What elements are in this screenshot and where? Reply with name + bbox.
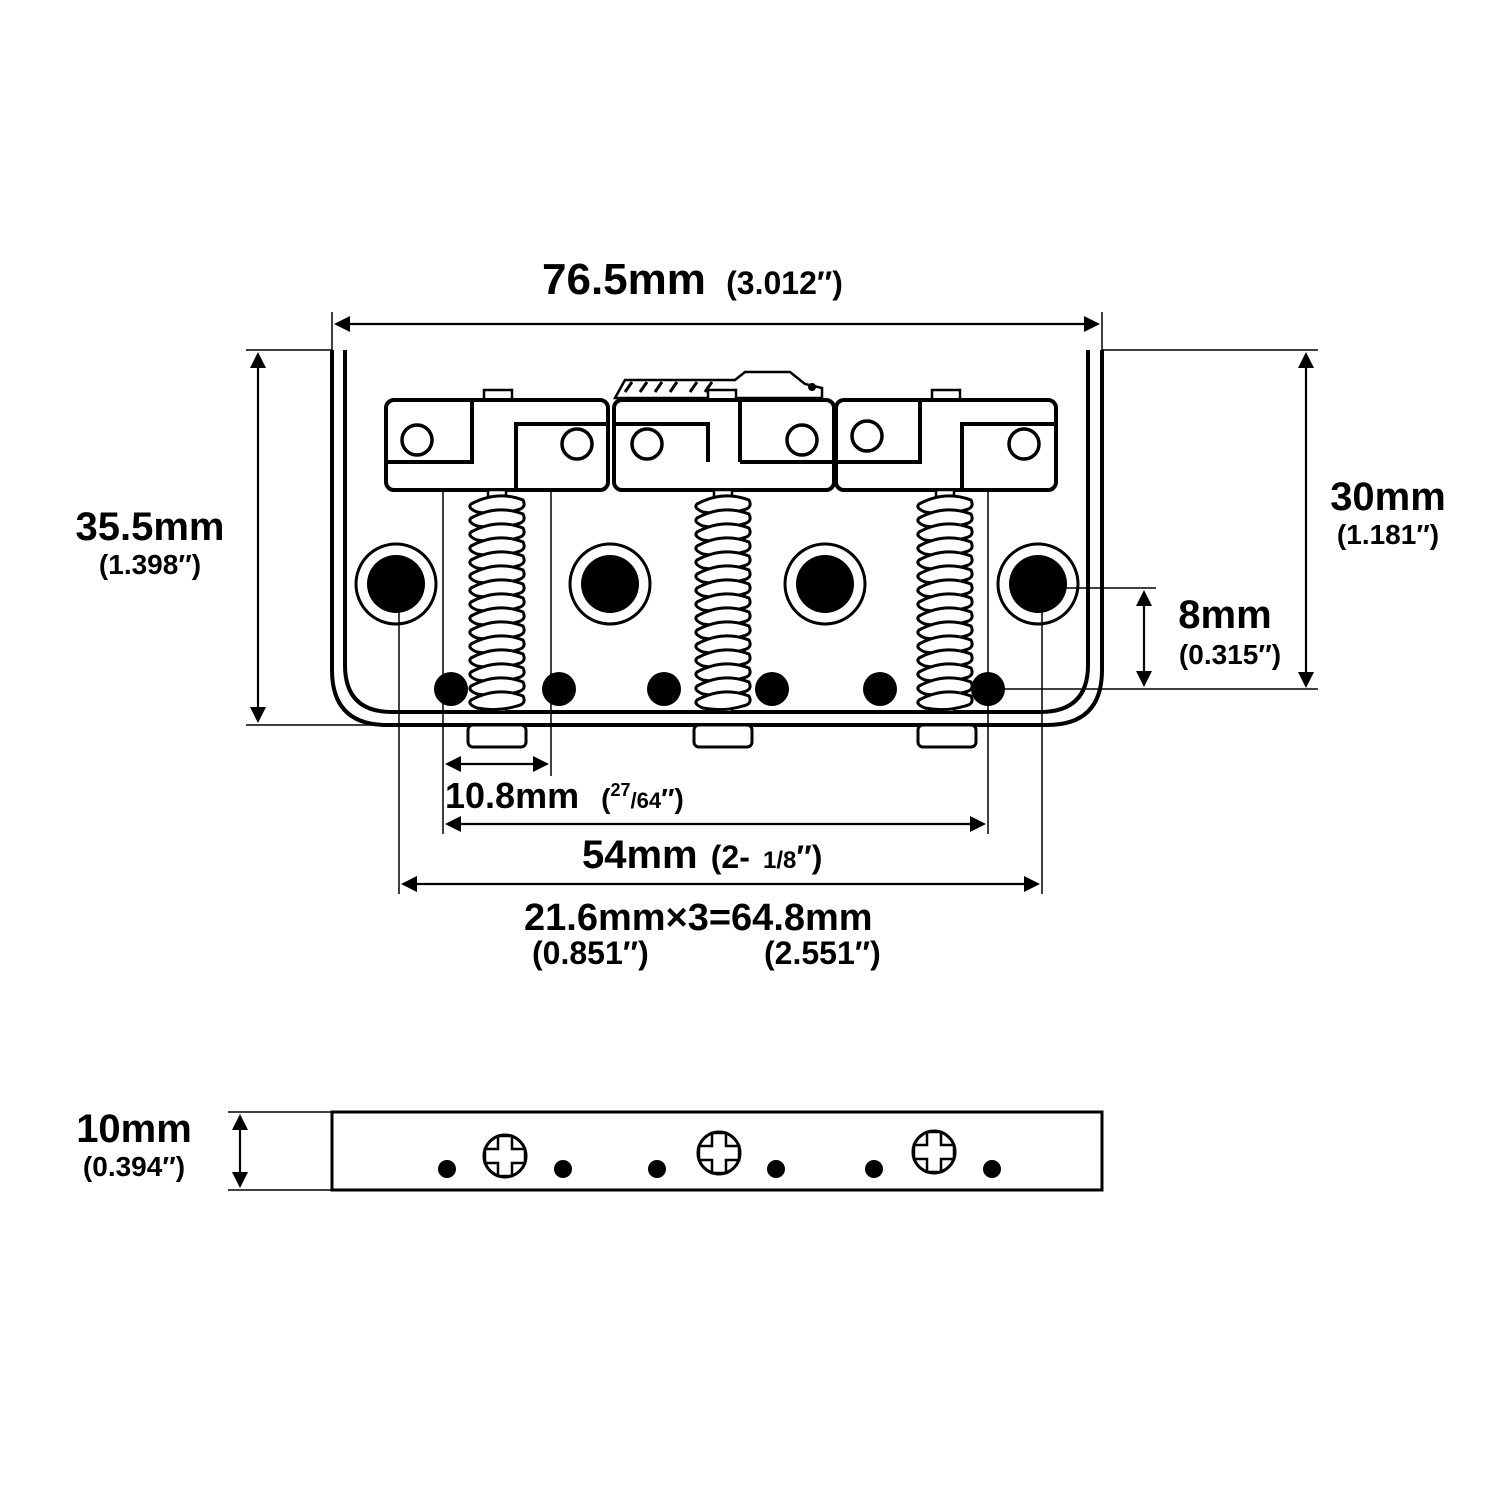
side-screw-1 [482, 1133, 528, 1179]
mount-spacing-value: 21.6mm×3=64.8mm [524, 897, 873, 939]
side-hole-1 [438, 1160, 456, 1178]
string-hole-1 [434, 672, 468, 706]
saddle-3 [834, 398, 1058, 492]
mount-spacing-inch-right: (2.551″) [764, 935, 881, 971]
string-spread-inch-close: ″) [796, 839, 822, 875]
height-inch: (1.398″) [99, 549, 201, 580]
saddle-width-inch-open: ( [601, 783, 611, 814]
thickness-inch: (0.394″) [83, 1151, 185, 1182]
saddle-2 [612, 398, 836, 492]
saddle-width-inch-den: /64 [630, 788, 661, 813]
string-hole-2 [542, 672, 576, 706]
hole-offset-value: 8mm [1178, 593, 1271, 637]
width-inch: (3.012″) [726, 265, 843, 301]
screw-tip-2 [692, 723, 754, 749]
thickness-label: 10mm (0.394″) [76, 1107, 192, 1182]
saddle-1 [384, 398, 610, 492]
svg-text:54mm (2- 1/8″): 54mm (2- 1/8″) [582, 833, 822, 877]
string-spread-inch-frac: 1/8 [763, 847, 796, 874]
side-screws [482, 1129, 957, 1179]
screw-tip-3 [916, 723, 978, 749]
thickness-value: 10mm [76, 1107, 192, 1151]
side-screw-3 [911, 1129, 957, 1175]
hole-offset-label: 8mm (0.315″) [1178, 593, 1281, 670]
string-holes [434, 672, 1005, 706]
right-height-label: 30mm (1.181″) [1330, 475, 1446, 550]
bridge-side-view: 10mm (0.394″) [76, 1107, 1104, 1192]
string-spread-inch-open: (2- [711, 839, 750, 875]
mounting-hole-2 [568, 542, 652, 626]
saddle-width-value: 10.8mm [445, 775, 579, 816]
dimension-lines [246, 312, 1318, 894]
bridge-top-view [330, 350, 1104, 749]
right-height-inch: (1.181″) [1337, 519, 1439, 550]
side-hole-5 [865, 1160, 883, 1178]
saddle-width-label: 10.8mm (27/64″) [445, 775, 684, 816]
string-spread-value: 54mm [582, 833, 698, 877]
width-value: 76.5mm [542, 255, 706, 304]
string-hole-3 [647, 672, 681, 706]
brand-logo [612, 370, 824, 400]
left-height-label: 35.5mm (1.398″) [76, 505, 225, 580]
intonation-springs [468, 488, 974, 714]
saddle-width-inch-num: 27 [610, 780, 630, 800]
side-hole-4 [767, 1160, 785, 1178]
spring-2 [694, 488, 752, 714]
side-hole-6 [983, 1160, 1001, 1178]
mount-spacing-inch-left: (0.851″) [532, 935, 649, 971]
saddle-width-inch-close: ″) [661, 783, 684, 814]
mounting-hole-4 [996, 542, 1080, 626]
mounting-hole-1 [354, 542, 438, 626]
string-hole-4 [755, 672, 789, 706]
svg-text:10.8mm (27/64″): 10.8mm (27/64″) [445, 775, 684, 816]
hole-offset-inch: (0.315″) [1179, 639, 1281, 670]
string-spread-label: 54mm (2- 1/8″) [582, 833, 822, 877]
screw-tip-1 [466, 723, 528, 749]
mounting-holes [354, 542, 1080, 626]
top-width-label: 76.5mm (3.012″) [542, 255, 843, 304]
side-hole-3 [648, 1160, 666, 1178]
string-hole-5 [863, 672, 897, 706]
spring-3 [916, 488, 974, 714]
mount-spacing-label: 21.6mm×3=64.8mm (0.851″) (2.551″) [524, 897, 881, 971]
side-hole-2 [554, 1160, 572, 1178]
height-value: 35.5mm [76, 505, 225, 549]
svg-text:76.5mm (3.012″): 76.5mm (3.012″) [542, 255, 843, 304]
side-string-holes [438, 1160, 1001, 1178]
mounting-hole-3 [783, 542, 867, 626]
spring-1 [468, 488, 526, 714]
right-height-value: 30mm [1330, 475, 1446, 519]
side-screw-2 [696, 1130, 742, 1176]
